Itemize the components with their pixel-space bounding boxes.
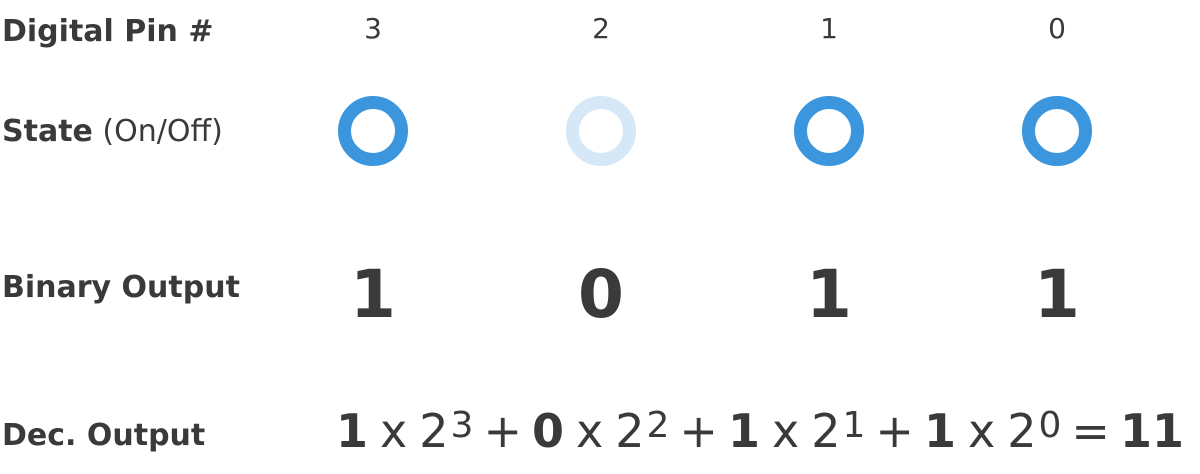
pin-number-3: 3 xyxy=(364,12,382,45)
label-state-bold: State xyxy=(2,114,93,149)
formula-plus: + xyxy=(483,404,522,458)
state-led-3 xyxy=(338,96,408,166)
formula-coef-0: 1 xyxy=(923,404,956,458)
label-state: State (On/Off) xyxy=(2,114,223,149)
binary-digit-2: 0 xyxy=(578,256,624,333)
state-led-0 xyxy=(1022,96,1092,166)
formula-result: 11 xyxy=(1119,404,1184,458)
binary-digit-3: 1 xyxy=(350,256,396,333)
formula-times: x xyxy=(576,404,604,458)
label-state-hint: (On/Off) xyxy=(92,114,223,149)
formula-base: 2 xyxy=(811,404,841,458)
formula-base: 2 xyxy=(615,404,645,458)
formula-times: x xyxy=(771,404,800,458)
label-digital-pin: Digital Pin # xyxy=(2,14,214,49)
formula-coef-3: 1 xyxy=(336,404,369,458)
formula-equals: = xyxy=(1071,404,1110,458)
pin-number-1: 1 xyxy=(820,12,838,45)
binary-digit-0: 1 xyxy=(1034,256,1080,333)
label-dec-output: Dec. Output xyxy=(2,418,206,453)
formula-times: x xyxy=(380,404,408,458)
formula-plus: + xyxy=(679,404,718,458)
formula-coef-2: 0 xyxy=(531,404,564,458)
label-binary-output: Binary Output xyxy=(2,270,240,305)
state-led-2 xyxy=(566,96,636,166)
pin-number-2: 2 xyxy=(592,12,610,45)
state-led-1 xyxy=(794,96,864,166)
formula-times: x xyxy=(967,404,996,458)
formula-plus: + xyxy=(875,404,914,458)
pin-number-0: 0 xyxy=(1048,12,1066,45)
formula-coef-1: 1 xyxy=(727,404,760,458)
formula-base: 2 xyxy=(1007,404,1037,458)
binary-digit-1: 1 xyxy=(806,256,852,333)
formula-base: 2 xyxy=(419,404,449,458)
